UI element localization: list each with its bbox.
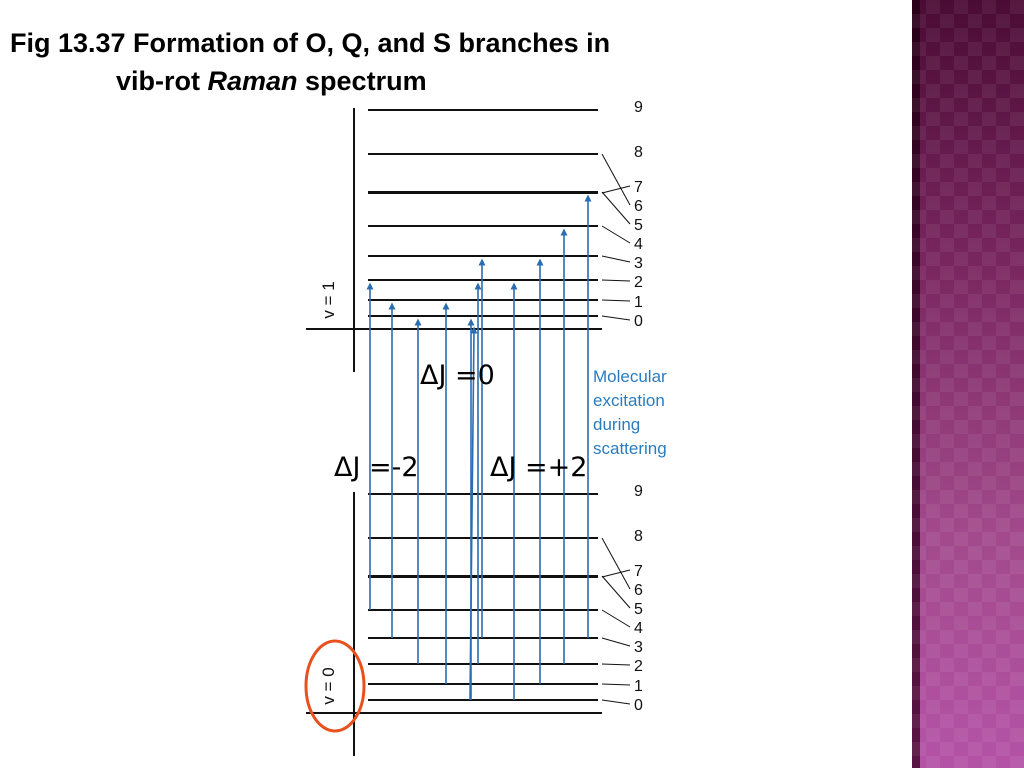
q-branch-label: ΔJ =0	[420, 360, 495, 391]
lower-state-leader-line	[601, 609, 631, 628]
upper-state-leader-line	[601, 225, 631, 244]
note-line: Molecular	[593, 367, 667, 386]
energy-level-diagram: 9 8 7 6 5 4 3 2 1 0 v = 1 9 8 7 6 5 4 3 2 1 0 v = 0	[304, 99, 643, 756]
lower-state-level-number: 1	[634, 678, 643, 695]
transition-arrow	[469, 326, 478, 701]
note-line: scattering	[593, 439, 667, 458]
upper-state-leader-line	[601, 191, 631, 225]
side-decor-stripe	[912, 0, 920, 768]
upper-state-level-number: 0	[634, 313, 643, 330]
side-decor-panel	[912, 0, 1024, 768]
upper-state-level-number: 9	[634, 99, 643, 116]
upper-state-leader-line	[601, 185, 631, 194]
note-line: during	[593, 415, 641, 434]
s-branch-label: ΔJ =+2	[490, 452, 588, 483]
upper-state-level-number: 4	[634, 236, 643, 253]
lower-state-leader-line	[601, 637, 631, 647]
lower-vibrational-state: 9 8 7 6 5 4 3 2 1 0 v = 0	[304, 483, 643, 756]
note-line: excitation	[593, 391, 665, 410]
title-suffix: spectrum	[297, 66, 427, 96]
upper-state-leader-line	[601, 299, 631, 302]
upper-state-label: v = 1	[319, 281, 338, 318]
lower-state-level-number: 6	[634, 582, 643, 599]
upper-state-level-number: 5	[634, 217, 643, 234]
side-decor-pattern	[912, 0, 1024, 768]
title-italic-word: Raman	[207, 66, 298, 96]
transition-arrows	[366, 194, 592, 701]
upper-state-level-number: 7	[634, 179, 643, 196]
upper-state-level-number: 6	[634, 198, 643, 215]
upper-state-level-number: 1	[634, 294, 643, 311]
v0-highlight-circle	[304, 639, 366, 733]
molecular-excitation-note: Molecular excitation during scattering	[593, 365, 703, 461]
lower-state-leader-line	[601, 537, 631, 590]
lower-state-level-number: 7	[634, 563, 643, 580]
upper-state-level-number: 2	[634, 274, 643, 291]
upper-state-leader-line	[601, 255, 631, 263]
upper-state-level-number: 3	[634, 255, 643, 272]
upper-state-leader-line	[601, 279, 631, 282]
lower-state-leader-line	[601, 699, 631, 705]
lower-state-level-number: 5	[634, 601, 643, 618]
lower-state-level-number: 2	[634, 658, 643, 675]
figure-title-line-1: Fig 13.37 Formation of O, Q, and S branc…	[10, 28, 611, 58]
upper-state-level-number: 8	[634, 144, 643, 161]
lower-state-level-number: 4	[634, 620, 643, 637]
lower-state-leader-line	[601, 575, 631, 609]
upper-state-leader-line	[601, 315, 631, 321]
upper-state-leader-line	[601, 153, 631, 206]
lower-state-leader-line	[601, 569, 631, 578]
figure-title-line-2: vib-rot Raman spectrum	[116, 66, 427, 97]
title-prefix: vib-rot	[116, 66, 208, 96]
upper-vibrational-state: 9 8 7 6 5 4 3 2 1 0 v = 1	[306, 99, 643, 372]
o-branch-label: ΔJ =-2	[334, 452, 419, 483]
lower-state-leader-line	[601, 683, 631, 686]
lower-state-label: v = 0	[319, 667, 338, 704]
lower-state-level-number: 8	[634, 528, 643, 545]
lower-state-leader-line	[601, 663, 631, 666]
lower-state-level-number: 0	[634, 697, 643, 714]
lower-state-level-number: 9	[634, 483, 643, 500]
lower-state-level-number: 3	[634, 639, 643, 656]
